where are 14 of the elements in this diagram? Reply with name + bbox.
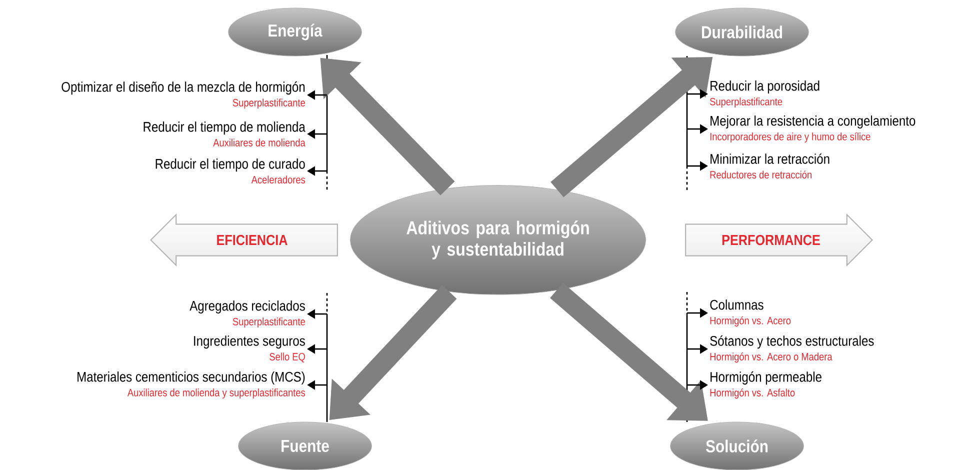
item-text: Reducir la porosidad Superplastificante [710, 80, 820, 108]
item-text: Agregados reciclados Superplastificante [190, 300, 305, 328]
item-text: Minimizar la retracción Reductores de retracción [710, 153, 830, 179]
item-text: Reducir el tiempo de curado Aceleradores [156, 158, 306, 184]
item-text: Optimizar el diseño de la mezcla de hormigón Superplastificante [62, 81, 305, 109]
item-text: Sótanos y techos estructurales Hormigón vs. Acero o Madera [710, 335, 874, 363]
item-text: Materiales cementicios secundarios (MCS) Auxiliares de molienda y superplastificantes [78, 371, 306, 398]
item-text: Mejorar la resistencia a congelamiento Incorporadores de aire y humo de sílice [710, 115, 916, 142]
item-text: Columnas Hormigón vs. Acero [710, 299, 791, 326]
item-text: Hormigón permeable Hormigón vs. Asfalto [710, 371, 822, 399]
item-text: Reducir el tiempo de molienda Auxiliares de molienda [144, 122, 306, 146]
bracket-line [326, 314, 328, 422]
bracket-line [686, 313, 688, 422]
item-text: Ingredientes seguros Sello EQ [194, 336, 305, 362]
